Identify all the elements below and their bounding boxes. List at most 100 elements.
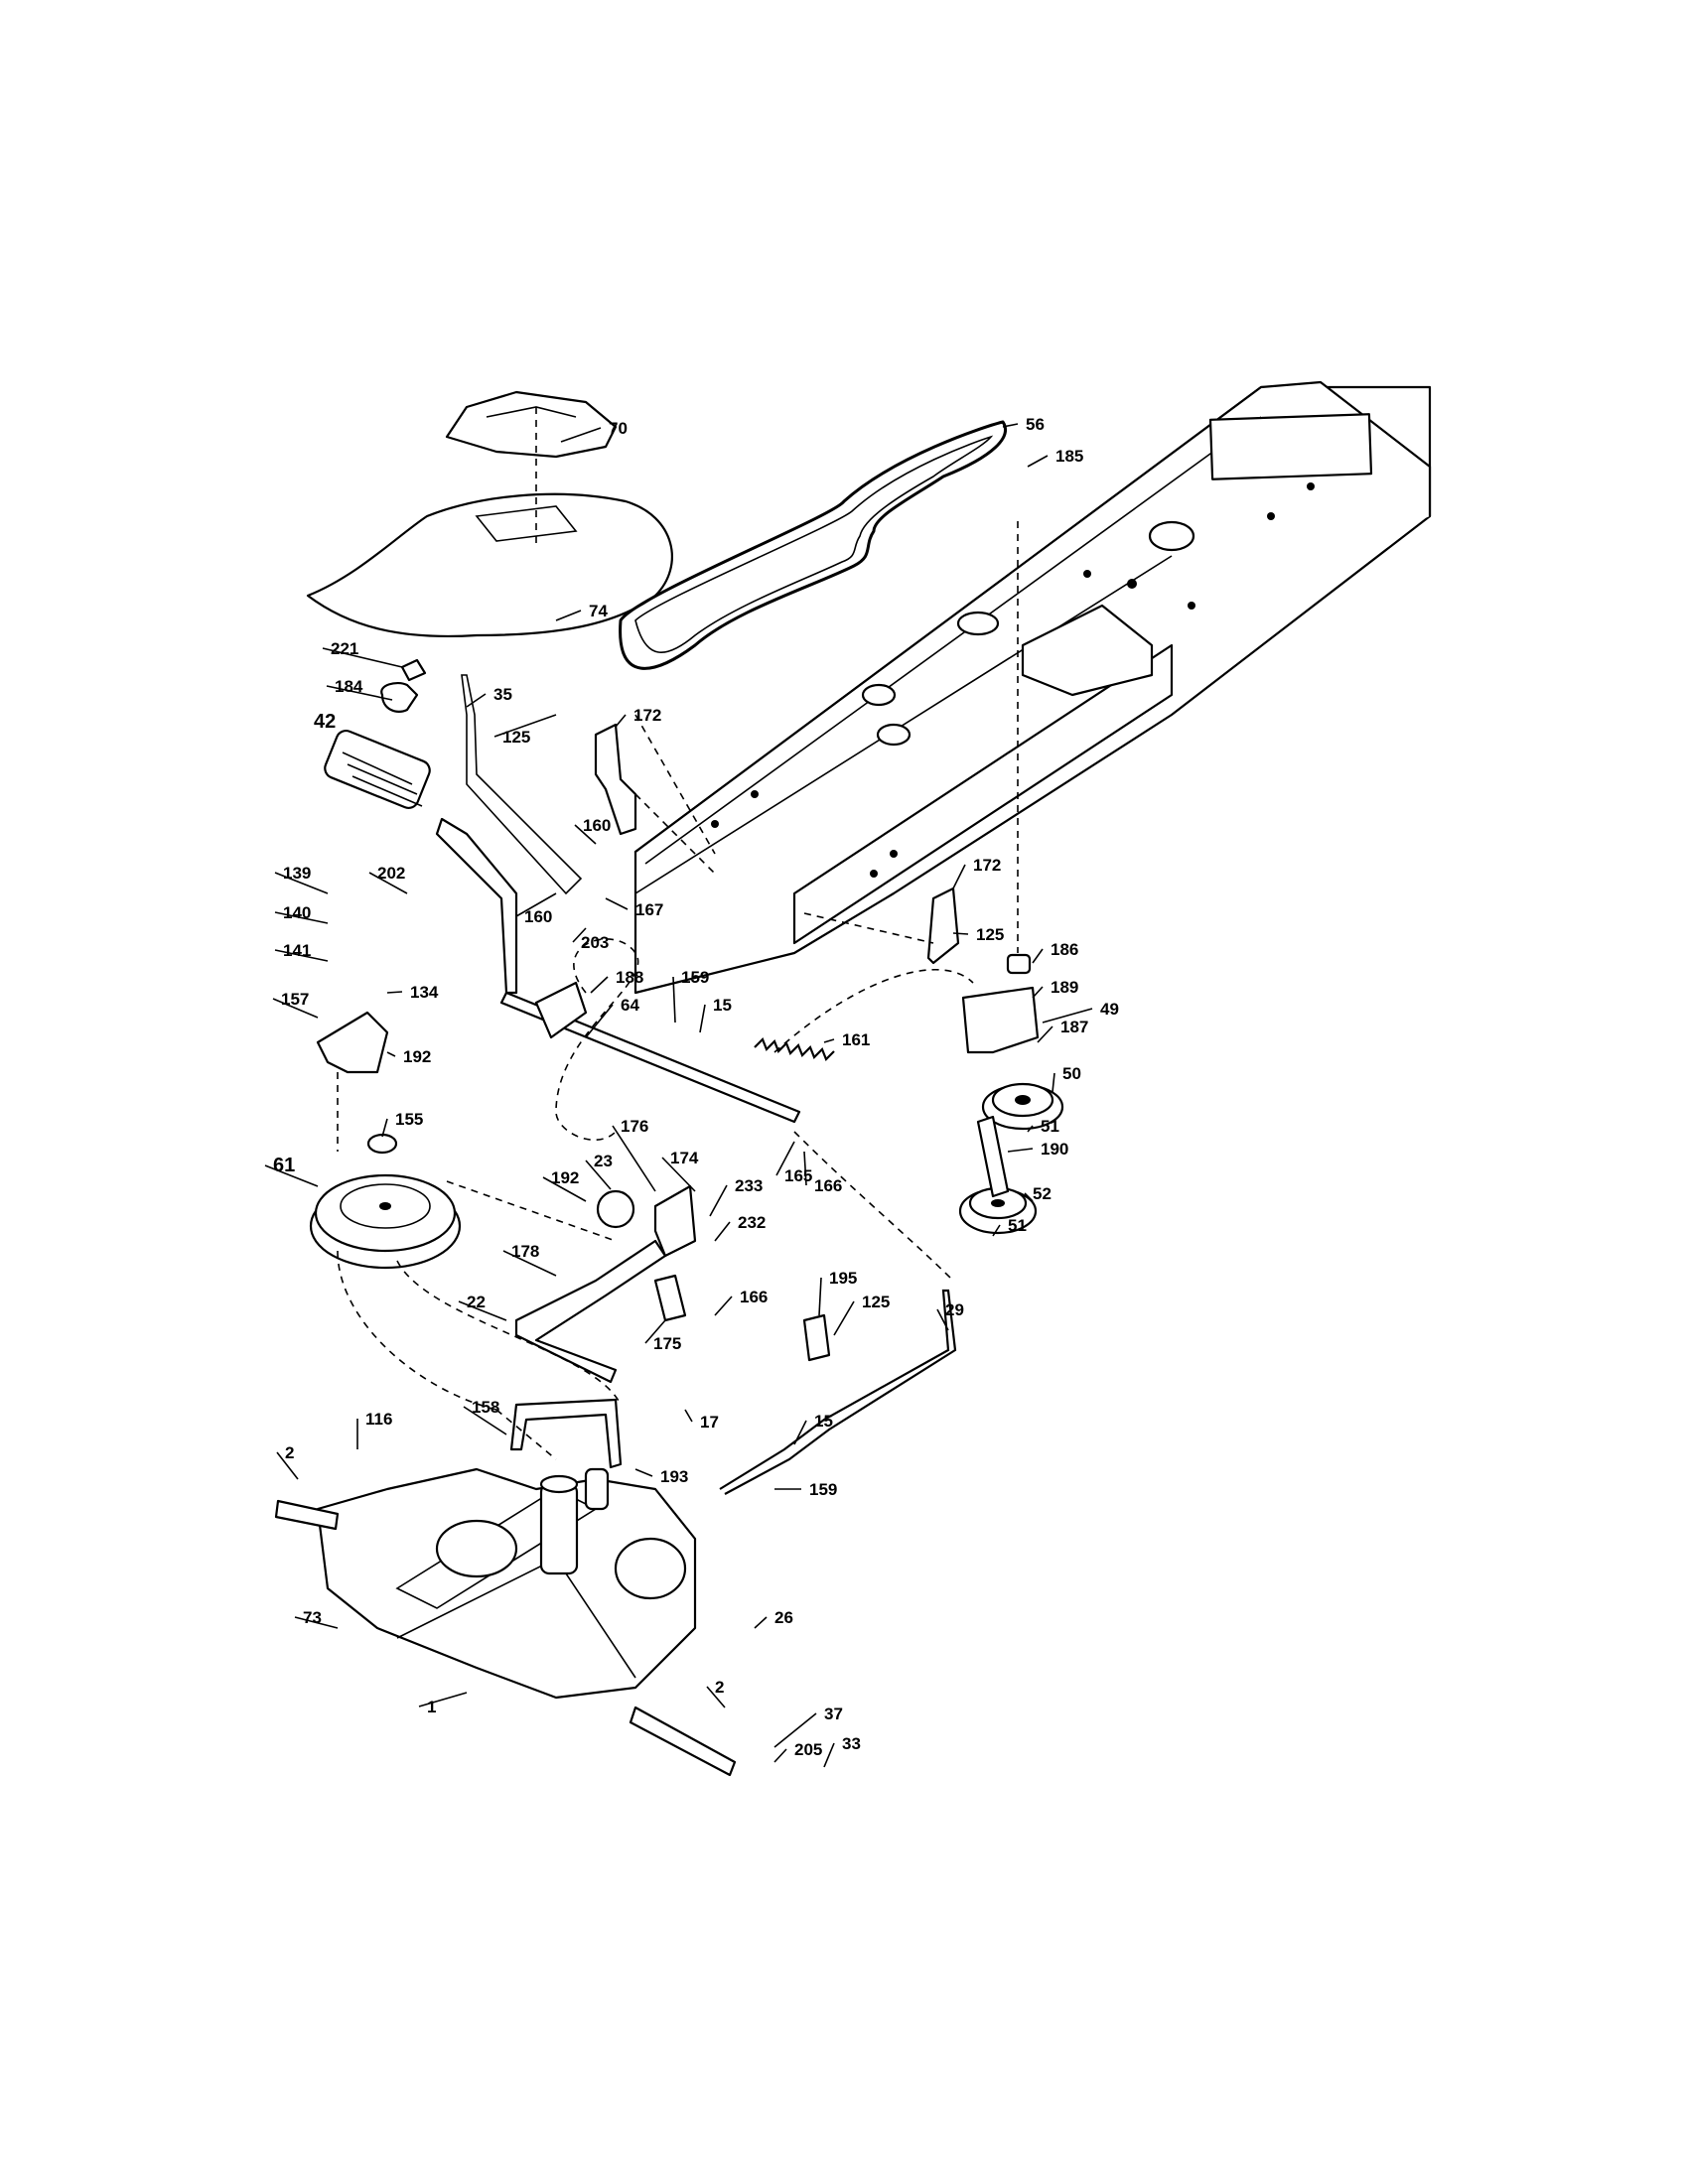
callout-leader-160 [574, 824, 597, 845]
assembly-guides [337, 407, 1019, 1460]
callout-leader-195 [818, 1277, 822, 1316]
callout-leader-193 [634, 1468, 653, 1477]
callout-161: 161 [842, 1030, 870, 1049]
callout-42: 42 [314, 711, 336, 733]
callout-192: 192 [403, 1047, 431, 1066]
callout-203: 203 [581, 933, 609, 952]
callout-26: 26 [774, 1608, 793, 1627]
callout-73: 73 [303, 1608, 322, 1627]
callout-leader-33 [823, 1742, 835, 1768]
callout-leader-172 [615, 714, 627, 728]
callout-125: 125 [976, 925, 1004, 944]
callout-193: 193 [660, 1467, 688, 1486]
callout-185: 185 [1055, 447, 1083, 466]
callout-74: 74 [589, 602, 608, 620]
callout-160: 160 [524, 907, 552, 926]
callout-134: 134 [410, 983, 439, 1002]
axle-left [274, 1499, 340, 1531]
callout-leader-125 [493, 714, 557, 738]
callout-leader-205 [773, 1748, 787, 1763]
callout-leader-166 [803, 1151, 807, 1186]
bracket-195 [802, 1313, 831, 1362]
callout-29: 29 [945, 1300, 964, 1319]
callout-64: 64 [621, 996, 639, 1015]
callout-leader-2 [276, 1451, 299, 1480]
callout-15: 15 [814, 1412, 833, 1431]
dash-panel [306, 492, 673, 638]
callout-leader-233 [709, 1184, 728, 1217]
callout-leader-50 [1052, 1072, 1055, 1093]
callout-125: 125 [862, 1293, 890, 1311]
bracket-176 [653, 1184, 697, 1258]
callout-139: 139 [283, 864, 311, 883]
callout-189: 189 [1051, 978, 1078, 997]
callout-186: 186 [1051, 940, 1078, 959]
callout-52: 52 [1033, 1184, 1052, 1203]
callout-leader-139 [274, 872, 329, 894]
callout-leader-134 [386, 991, 403, 994]
callout-158: 158 [472, 1398, 499, 1417]
callout-leader-23 [585, 1160, 612, 1190]
callout-leader-203 [572, 927, 587, 943]
callout-187: 187 [1060, 1018, 1088, 1036]
callout-leader-155 [381, 1118, 388, 1138]
callout-leader-52 [1024, 1192, 1034, 1202]
callout-leader-17 [684, 1409, 693, 1423]
callout-15: 15 [713, 996, 732, 1015]
callout-157: 157 [281, 990, 309, 1009]
console-cover [445, 390, 618, 459]
callout-172: 172 [973, 856, 1001, 875]
callout-159: 159 [681, 968, 709, 987]
callout-leader-64 [585, 1004, 614, 1038]
callout-leader-188 [590, 976, 609, 994]
callout-140: 140 [283, 903, 311, 922]
frame-chassis [633, 380, 1432, 995]
callout-leader-125 [952, 932, 969, 935]
callout-leader-26 [754, 1616, 768, 1629]
clip-221 [400, 658, 427, 682]
callout-176: 176 [621, 1117, 648, 1136]
callout-51: 51 [1008, 1216, 1027, 1235]
callout-192: 192 [551, 1168, 579, 1187]
callout-leader-202 [368, 872, 408, 894]
callout-17: 17 [700, 1413, 719, 1432]
callout-50: 50 [1062, 1064, 1081, 1083]
idler-bracket-189 [961, 986, 1040, 1054]
callout-178: 178 [511, 1242, 539, 1261]
callout-leader-192 [386, 1051, 396, 1057]
callout-leader-159 [672, 976, 676, 1024]
callout-leader-167 [605, 897, 629, 910]
callout-175: 175 [653, 1334, 681, 1353]
callout-leader-35 [466, 693, 487, 708]
callout-61: 61 [273, 1155, 295, 1176]
callout-155: 155 [395, 1110, 423, 1129]
callout-leader-232 [714, 1221, 731, 1242]
callout-leader-166 [714, 1296, 733, 1316]
cross-shaft [499, 991, 801, 1124]
drive-belt-inner [634, 435, 994, 653]
callout-leader-192 [542, 1176, 587, 1202]
knob [380, 681, 419, 713]
callout-leader-160 [515, 892, 557, 917]
axle-right [629, 1706, 737, 1777]
callout-160: 160 [583, 816, 611, 835]
rod-29 [719, 1289, 957, 1495]
callout-leader-189 [1032, 986, 1044, 999]
callout-leader-125 [833, 1300, 855, 1336]
bracket-158 [509, 1398, 623, 1469]
callout-56: 56 [1026, 415, 1045, 434]
callout-233: 233 [735, 1176, 763, 1195]
callout-leader-73 [294, 1616, 339, 1629]
callout-37: 37 [824, 1705, 843, 1723]
bracket-175 [653, 1274, 687, 1322]
callout-172: 172 [633, 706, 661, 725]
callout-232: 232 [738, 1213, 766, 1232]
callout-leader-221 [322, 647, 403, 668]
callout-2: 2 [715, 1678, 724, 1697]
idler-pulley-50 [981, 1082, 1064, 1131]
callout-70: 70 [609, 419, 628, 438]
callout-leader-161 [823, 1038, 835, 1043]
callout-141: 141 [283, 941, 311, 960]
ball-23 [596, 1189, 635, 1229]
